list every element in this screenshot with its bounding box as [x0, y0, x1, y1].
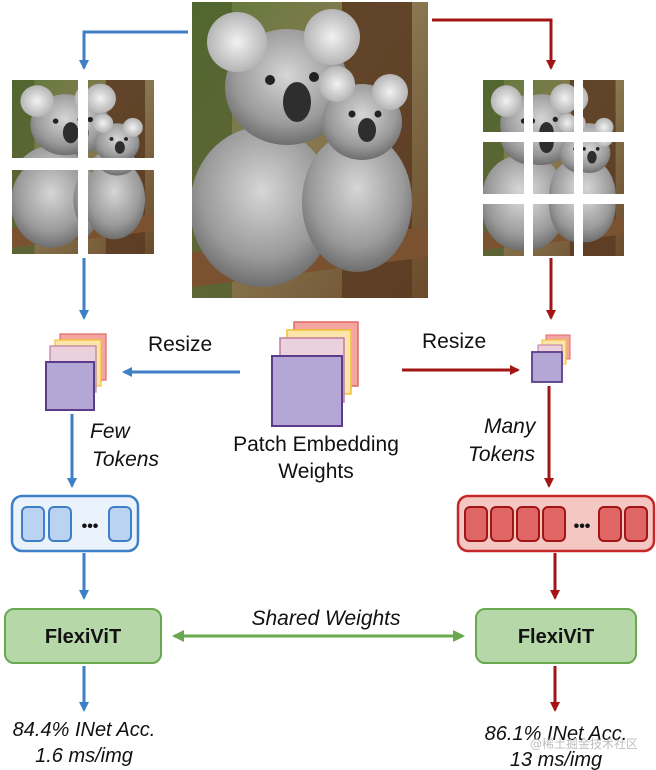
many-token-weights-stack: [531, 334, 571, 383]
result-right-accuracy: 86.1% INet Acc.: [485, 723, 628, 745]
koala-image: [192, 2, 428, 298]
patch-weights-label: Weights: [278, 460, 353, 483]
many-label: Many: [484, 415, 537, 438]
result-right-latency: 13 ms/img: [510, 749, 602, 770]
few-label: Few: [90, 420, 132, 443]
patch-embedding-weights-stack: [271, 321, 359, 427]
watermark-text: @稀土掘金技术社区: [530, 736, 638, 751]
shared-weights-label: Shared Weights: [251, 607, 401, 630]
few-token-ellipsis: •••: [82, 518, 99, 535]
arrow-image-to-few-patches: [79, 30, 188, 70]
many-patches-grid: [483, 80, 624, 256]
many-token-sequence: •••: [456, 494, 656, 553]
resize-left-label: Resize: [148, 333, 212, 356]
result-left-latency: 1.6 ms/img: [35, 745, 133, 767]
few-patches-grid: [12, 80, 154, 254]
many-token-ellipsis: •••: [574, 518, 591, 535]
flexivit-right-label: FlexiViT: [518, 626, 594, 648]
few-tokens-label: Tokens: [92, 448, 159, 471]
patch-embedding-label: Patch Embedding: [233, 433, 399, 456]
flexivit-left-label: FlexiViT: [45, 626, 121, 648]
resize-right-label: Resize: [422, 330, 486, 353]
arrow-image-to-many-patches: [432, 18, 556, 70]
few-token-weights-stack: [45, 333, 107, 411]
flexivit-right-box: FlexiViT: [475, 608, 637, 664]
flexivit-left-box: FlexiViT: [4, 608, 162, 664]
result-left-accuracy: 84.4% INet Acc.: [13, 719, 156, 741]
few-token-sequence: •••: [10, 494, 140, 553]
many-tokens-label: Tokens: [468, 443, 535, 466]
